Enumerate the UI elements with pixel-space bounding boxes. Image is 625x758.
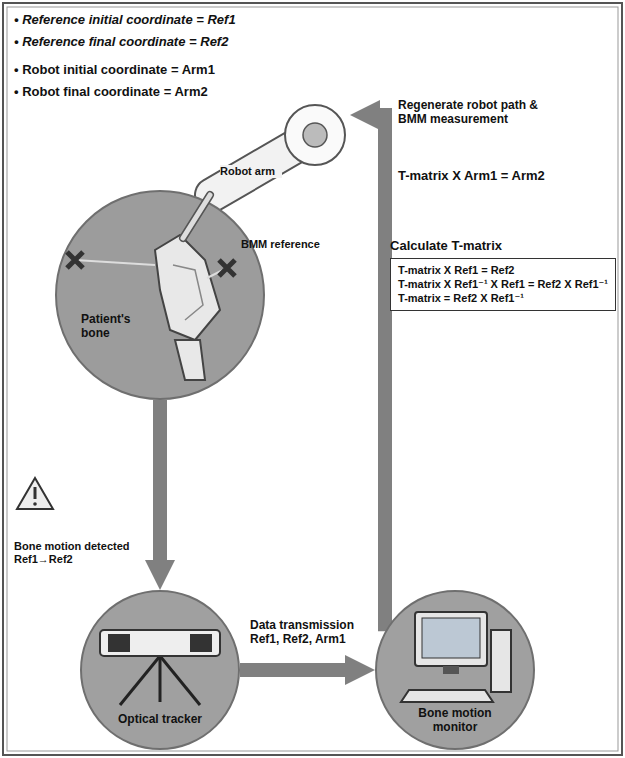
connector-label: Data transmission Ref1, Ref2, Arm1	[250, 618, 368, 647]
robot-arm-art	[190, 95, 350, 205]
flow-arrow	[153, 400, 167, 566]
warning-symbol	[17, 478, 53, 509]
inner-frame	[7, 7, 618, 751]
definition-line: • Robot initial coordinate = Arm1	[14, 62, 215, 78]
definition-line: • Robot final coordinate = Arm2	[14, 84, 208, 100]
equation-line: T-matrix X Ref1⁻¹ X Ref1 = Ref2 X Ref1⁻¹	[398, 277, 608, 291]
equation-label: T-matrix X Arm1 = Arm2	[398, 168, 545, 184]
tmatrix-box: Calculate T-matrixT-matrix X Ref1 = Ref2…	[390, 238, 616, 311]
definition-line: • Reference final coordinate = Ref2	[14, 34, 228, 50]
robot-arm-label: Robot arm	[220, 165, 282, 178]
reference-label: BMM reference	[241, 238, 351, 251]
equation-line: T-matrix X Ref1 = Ref2	[398, 263, 608, 277]
flow-arrow	[374, 115, 385, 631]
bone-motion-monitor: Bone motion monitor	[375, 590, 535, 750]
equation-box: T-matrix X Ref1 = Ref2T-matrix X Ref1⁻¹ …	[390, 258, 616, 311]
bone-motion-monitor-label: Bone motion monitor	[395, 706, 515, 735]
robot-arm: Robot arm	[190, 95, 350, 205]
equation-line: T-matrix = Ref2 X Ref1⁻¹	[398, 291, 608, 305]
definition-line: • Reference initial coordinate = Ref1	[14, 12, 236, 28]
connector-label: Bone motion detected Ref1→Ref2	[14, 540, 144, 566]
bone-circle: BMM referencePatient's bone	[55, 190, 265, 400]
flow-arrow	[240, 663, 351, 677]
bone-circle-art	[55, 190, 265, 400]
box-heading: Calculate T-matrix	[390, 238, 616, 255]
optical-tracker-label: Optical tracker	[105, 712, 215, 726]
connector-label: Regenerate robot path & BMM measurement	[398, 98, 563, 127]
bone-label: Patient's bone	[81, 312, 151, 341]
outer-frame	[3, 3, 622, 755]
optical-tracker: Optical tracker	[80, 590, 240, 750]
